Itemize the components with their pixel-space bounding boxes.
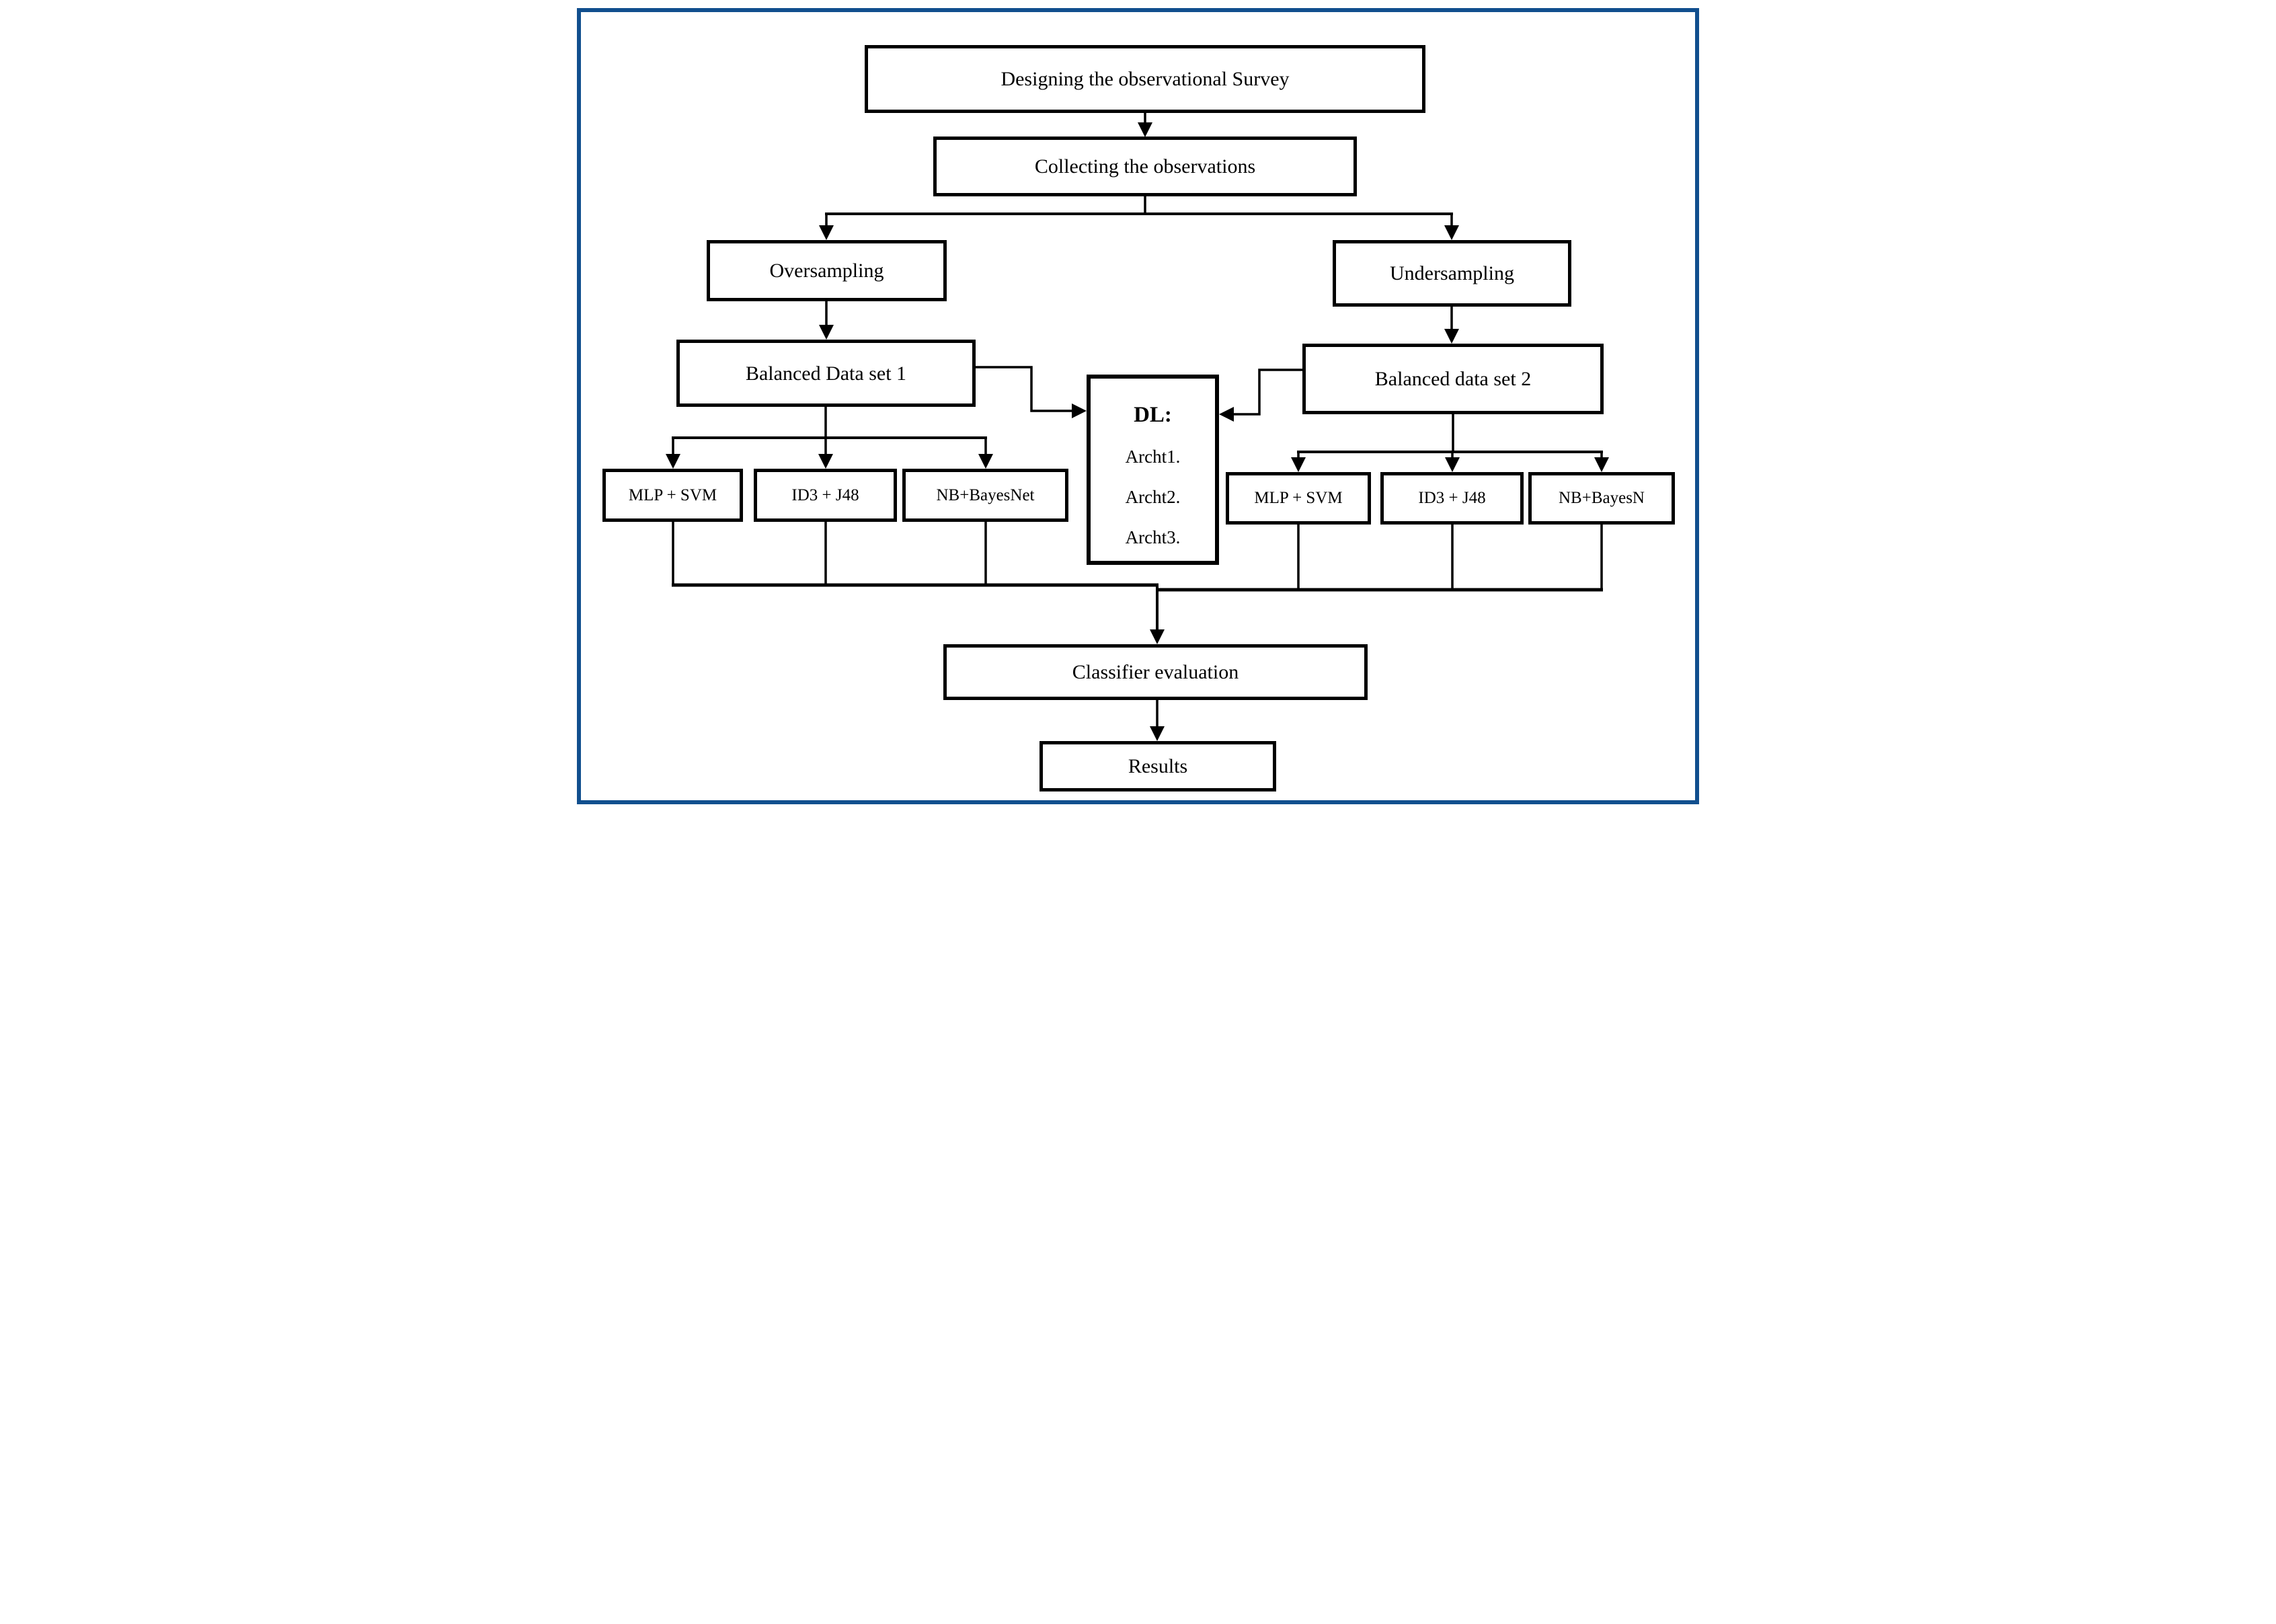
arrow-collector-to-evaluation (1150, 584, 1165, 644)
node-left-id3-j48-label: ID3 + J48 (791, 486, 859, 504)
arrow-undersampling-to-balanced2 (1444, 307, 1459, 344)
arrow-collecting-split (819, 196, 1459, 240)
arrow-oversampling-to-balanced1 (819, 301, 834, 340)
node-right-mlp-svm-label: MLP + SVM (1254, 489, 1343, 508)
node-right-nb-bayesn: NB+BayesN (1528, 472, 1675, 525)
right-collector-lines (1156, 525, 1603, 592)
node-left-nb-bayesnet: NB+BayesNet (902, 469, 1068, 522)
arrows-balanced2-to-right-classifiers (1291, 414, 1609, 472)
node-results-label: Results (1128, 755, 1188, 777)
arrow-evaluation-to-results (1150, 700, 1165, 741)
node-collecting-observations-label: Collecting the observations (1034, 155, 1256, 178)
node-designing-survey-label: Designing the observational Survey (1000, 68, 1290, 90)
left-collector-lines (672, 522, 1159, 587)
arrow-balanced2-to-dl (1219, 369, 1302, 422)
node-results: Results (1039, 741, 1276, 791)
node-oversampling-label: Oversampling (769, 260, 884, 282)
arrow-designing-to-collecting (1138, 113, 1152, 137)
node-right-id3-j48: ID3 + J48 (1380, 472, 1524, 525)
node-designing-survey: Designing the observational Survey (865, 45, 1425, 113)
node-dl-architectures: DL: Archt1. Archt2. Archt3. (1087, 375, 1219, 565)
dl-arch-item: Archt2. (1125, 486, 1181, 507)
node-right-id3-j48-label: ID3 + J48 (1418, 489, 1486, 508)
node-left-mlp-svm-label: MLP + SVM (628, 486, 717, 504)
node-undersampling-label: Undersampling (1390, 262, 1514, 284)
node-balanced-dataset-2: Balanced data set 2 (1302, 344, 1604, 414)
dl-title: DL: (1134, 403, 1172, 427)
node-collecting-observations: Collecting the observations (933, 137, 1357, 196)
arrow-balanced1-to-dl (976, 366, 1087, 418)
node-left-id3-j48: ID3 + J48 (754, 469, 897, 522)
node-right-nb-bayesn-label: NB+BayesN (1559, 489, 1645, 508)
node-oversampling: Oversampling (707, 240, 947, 301)
node-undersampling: Undersampling (1333, 240, 1571, 307)
flowchart-figure: Designing the observational Survey Colle… (569, 0, 1707, 812)
node-balanced-dataset-1: Balanced Data set 1 (676, 340, 976, 407)
node-balanced-dataset-2-label: Balanced data set 2 (1374, 368, 1532, 390)
dl-arch-item: Archt1. (1125, 447, 1181, 467)
node-balanced-dataset-1-label: Balanced Data set 1 (745, 362, 907, 385)
arrows-balanced1-to-left-classifiers (666, 407, 993, 469)
connector-layer (666, 113, 1609, 741)
node-classifier-evaluation-label: Classifier evaluation (1072, 661, 1239, 683)
node-classifier-evaluation: Classifier evaluation (943, 644, 1368, 700)
dl-arch-item: Archt3. (1125, 527, 1181, 547)
node-left-mlp-svm: MLP + SVM (602, 469, 743, 522)
node-left-nb-bayesnet-label: NB+BayesNet (936, 486, 1035, 504)
node-right-mlp-svm: MLP + SVM (1226, 472, 1371, 525)
